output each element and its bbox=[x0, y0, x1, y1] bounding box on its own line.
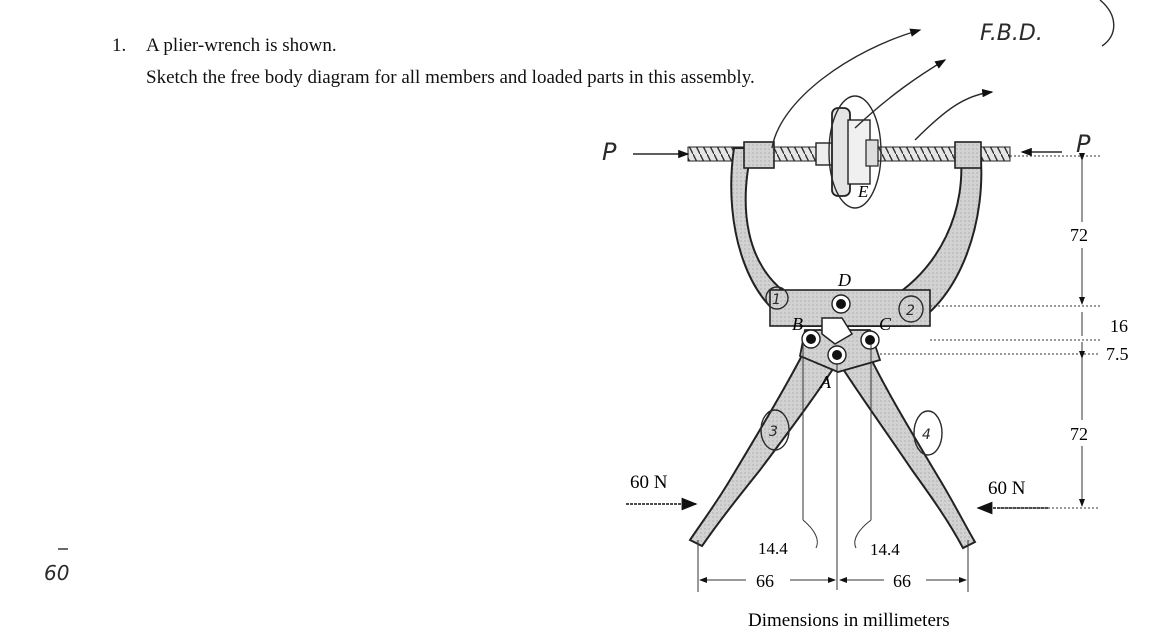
problem-line-1: A plier-wrench is shown. bbox=[146, 35, 337, 56]
u-frame bbox=[730, 141, 983, 327]
problem-number: 1. bbox=[112, 35, 127, 56]
hand-margin-note: 60 bbox=[44, 561, 69, 585]
figure-caption: Dimensions in millimeters bbox=[748, 610, 950, 631]
dim-pin-left: 14.4 bbox=[758, 539, 788, 558]
hand-curve-1 bbox=[771, 28, 922, 149]
hand-member-4: 4 bbox=[922, 427, 931, 443]
label-b: B bbox=[792, 314, 803, 334]
hand-member-3: 3 bbox=[769, 424, 778, 440]
label-d: D bbox=[837, 270, 851, 290]
hand-circle-4 bbox=[913, 410, 943, 456]
hand-circle-e bbox=[828, 95, 882, 209]
hand-label-p-right: P bbox=[1076, 130, 1091, 158]
hand-fbd-note: F.B.D. bbox=[980, 21, 1043, 46]
label-e: E bbox=[857, 182, 869, 201]
bottom-dimensions bbox=[697, 344, 969, 592]
handwritten-annotations bbox=[58, 0, 1115, 550]
problem-line-2: Sketch the free body diagram for all mem… bbox=[146, 67, 755, 88]
load-label-right: 60 N bbox=[988, 478, 1026, 499]
dim-lower: 72 bbox=[1070, 424, 1088, 444]
dim-pin-right: 14.4 bbox=[870, 540, 900, 559]
dim-upper: 72 bbox=[1070, 225, 1088, 245]
load-label-left: 60 N bbox=[630, 472, 668, 493]
dim-span-right: 66 bbox=[893, 571, 911, 591]
handle-right bbox=[834, 338, 977, 550]
dim-16: 16 bbox=[1110, 316, 1128, 336]
label-c: C bbox=[879, 314, 892, 334]
jaw-nut-e bbox=[815, 107, 879, 197]
vertical-dimensions bbox=[880, 153, 1100, 509]
hand-label-p-left: P bbox=[602, 138, 617, 166]
hand-curve-3 bbox=[914, 88, 994, 141]
hand-member-1: 1 bbox=[772, 292, 781, 308]
dim-span-left: 66 bbox=[756, 571, 774, 591]
link-slot bbox=[821, 317, 854, 345]
hand-circle-2 bbox=[898, 295, 924, 323]
hand-circle-1 bbox=[765, 286, 789, 310]
label-a: A bbox=[819, 372, 832, 392]
hand-curve-2 bbox=[854, 59, 947, 129]
hand-member-2: 2 bbox=[906, 303, 915, 319]
dim-7-5: 7.5 bbox=[1106, 344, 1129, 364]
hand-bracket bbox=[1099, 0, 1115, 47]
hand-circle-3 bbox=[760, 409, 790, 451]
